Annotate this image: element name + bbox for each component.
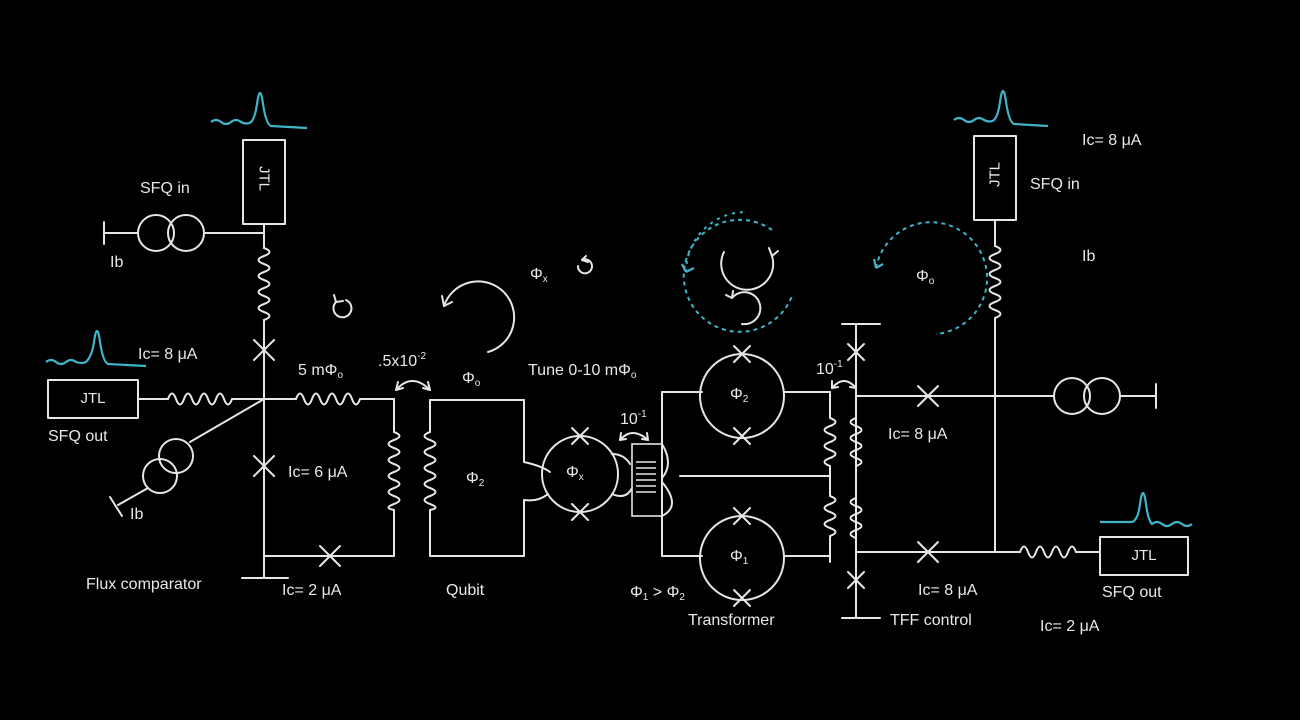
sfq-pulse-left-out	[45, 329, 147, 368]
flux-arrow-small-left	[332, 299, 353, 319]
junction-right-lower	[917, 541, 939, 563]
label-coupling-a: .5x10-2	[378, 351, 427, 370]
label-phi-1-loop: Φ1	[730, 548, 749, 567]
flux-arrow-upper	[720, 251, 775, 291]
coupling-arrow-b	[619, 432, 649, 441]
label-qubit: Qubit	[446, 582, 485, 599]
label-flux-comparator: Flux comparator	[86, 576, 202, 593]
flux-arrow-phi-x	[576, 258, 593, 275]
right-section	[823, 89, 1193, 619]
junction-phi-x-top	[571, 427, 589, 445]
junction-tff-top	[847, 343, 865, 361]
flux-arrow-phi-o	[443, 280, 516, 353]
junction-phi2-top	[733, 345, 751, 363]
label-ic2-left: Ic= 2 μA	[282, 582, 342, 599]
inductor-transformer-right-a	[823, 391, 837, 563]
sfq-pulse-right-in	[953, 89, 1049, 128]
inductor-transformer-right-c	[849, 497, 863, 539]
label-phi-2-qubit: Φ2	[466, 470, 485, 489]
label-ib-left-top: Ib	[110, 254, 124, 271]
label-coupling-b: 10-1	[620, 409, 647, 428]
label-5m-phi-o: 5 mΦo	[298, 362, 343, 381]
inductor-5m	[295, 392, 361, 406]
current-source-left-diag-b	[142, 458, 178, 494]
label-ib-right: Ib	[1082, 248, 1096, 265]
coupling-arrow-a	[395, 380, 431, 391]
coupling-arrow-c	[831, 380, 857, 389]
label-tff-control: TFF control	[890, 612, 972, 629]
label-phi-x-top: Φx	[530, 266, 548, 285]
label-tune: Tune 0-10 mΦo	[528, 362, 637, 381]
junction-phi2-bottom	[733, 427, 751, 445]
junction-left-bottom	[319, 545, 341, 567]
inductor-right-vertical	[988, 245, 1002, 319]
junction-left-lower	[253, 455, 275, 477]
label-phi-x-loop: Φx	[566, 464, 584, 483]
flux-dashed-arrow-center	[682, 218, 793, 333]
label-ic6: Ic= 6 μA	[288, 464, 348, 481]
label-sfq-in-right: SFQ in	[1030, 176, 1080, 193]
current-source-left-top-a	[137, 214, 175, 252]
label-sfq-in-left: SFQ in	[140, 180, 190, 197]
sfq-pulse-left-in	[210, 91, 308, 130]
junction-right-upper	[917, 385, 939, 407]
label-sfq-out-right: SFQ out	[1102, 584, 1162, 601]
label-ic8-right-mid: Ic= 8 μA	[888, 426, 948, 443]
label-sfq-out-left: SFQ out	[48, 428, 108, 445]
inductor-left-horizontal	[167, 392, 233, 406]
inductor-left-vertical	[257, 247, 271, 321]
sfq-pulse-right-out	[1100, 491, 1193, 528]
label-ic8-right-top: Ic= 8 μA	[1082, 132, 1142, 149]
label-phi-o-right: Φo	[916, 268, 935, 287]
label-phi1-gt-phi2: Φ1 > Φ2	[630, 584, 685, 603]
middle-section	[541, 211, 989, 607]
label-ic8-left: Ic= 8 μA	[138, 346, 198, 363]
inductor-right-horizontal	[1019, 545, 1077, 559]
label-ib-left-diag: Ib	[130, 506, 144, 523]
flux-dashed-arrow-right	[875, 221, 989, 335]
label-coupling-c: 10-1	[816, 359, 843, 378]
label-jtl-right-out: JTL	[1131, 547, 1157, 564]
junction-phi1-top	[733, 507, 751, 525]
inductor-small-transformer	[636, 461, 656, 493]
label-ic2-right: Ic= 2 μA	[1040, 618, 1100, 635]
current-source-right-a	[1053, 377, 1091, 415]
label-phi-2-loop: Φ2	[730, 386, 749, 405]
jtl-box-right-out	[1099, 536, 1189, 576]
junction-phi-x-bottom	[571, 503, 589, 521]
label-jtl-right-top: JTL	[986, 162, 1004, 188]
junction-phi1-bottom	[733, 589, 751, 607]
label-transformer: Transformer	[688, 612, 775, 629]
flux-arrow-lower	[731, 291, 762, 326]
left-section	[45, 91, 593, 579]
label-jtl-left-top: JTL	[255, 165, 273, 191]
inductor-transformer-left-b	[423, 431, 437, 511]
junction-tff-bottom	[847, 571, 865, 589]
junction-left-upper	[253, 339, 275, 361]
label-jtl-left-out: JTL	[80, 390, 106, 407]
label-ic8-right-bottom: Ic= 8 μA	[918, 582, 978, 599]
inductor-transformer-left-a	[387, 431, 401, 511]
label-phi-o-qubit: Φo	[462, 370, 481, 389]
